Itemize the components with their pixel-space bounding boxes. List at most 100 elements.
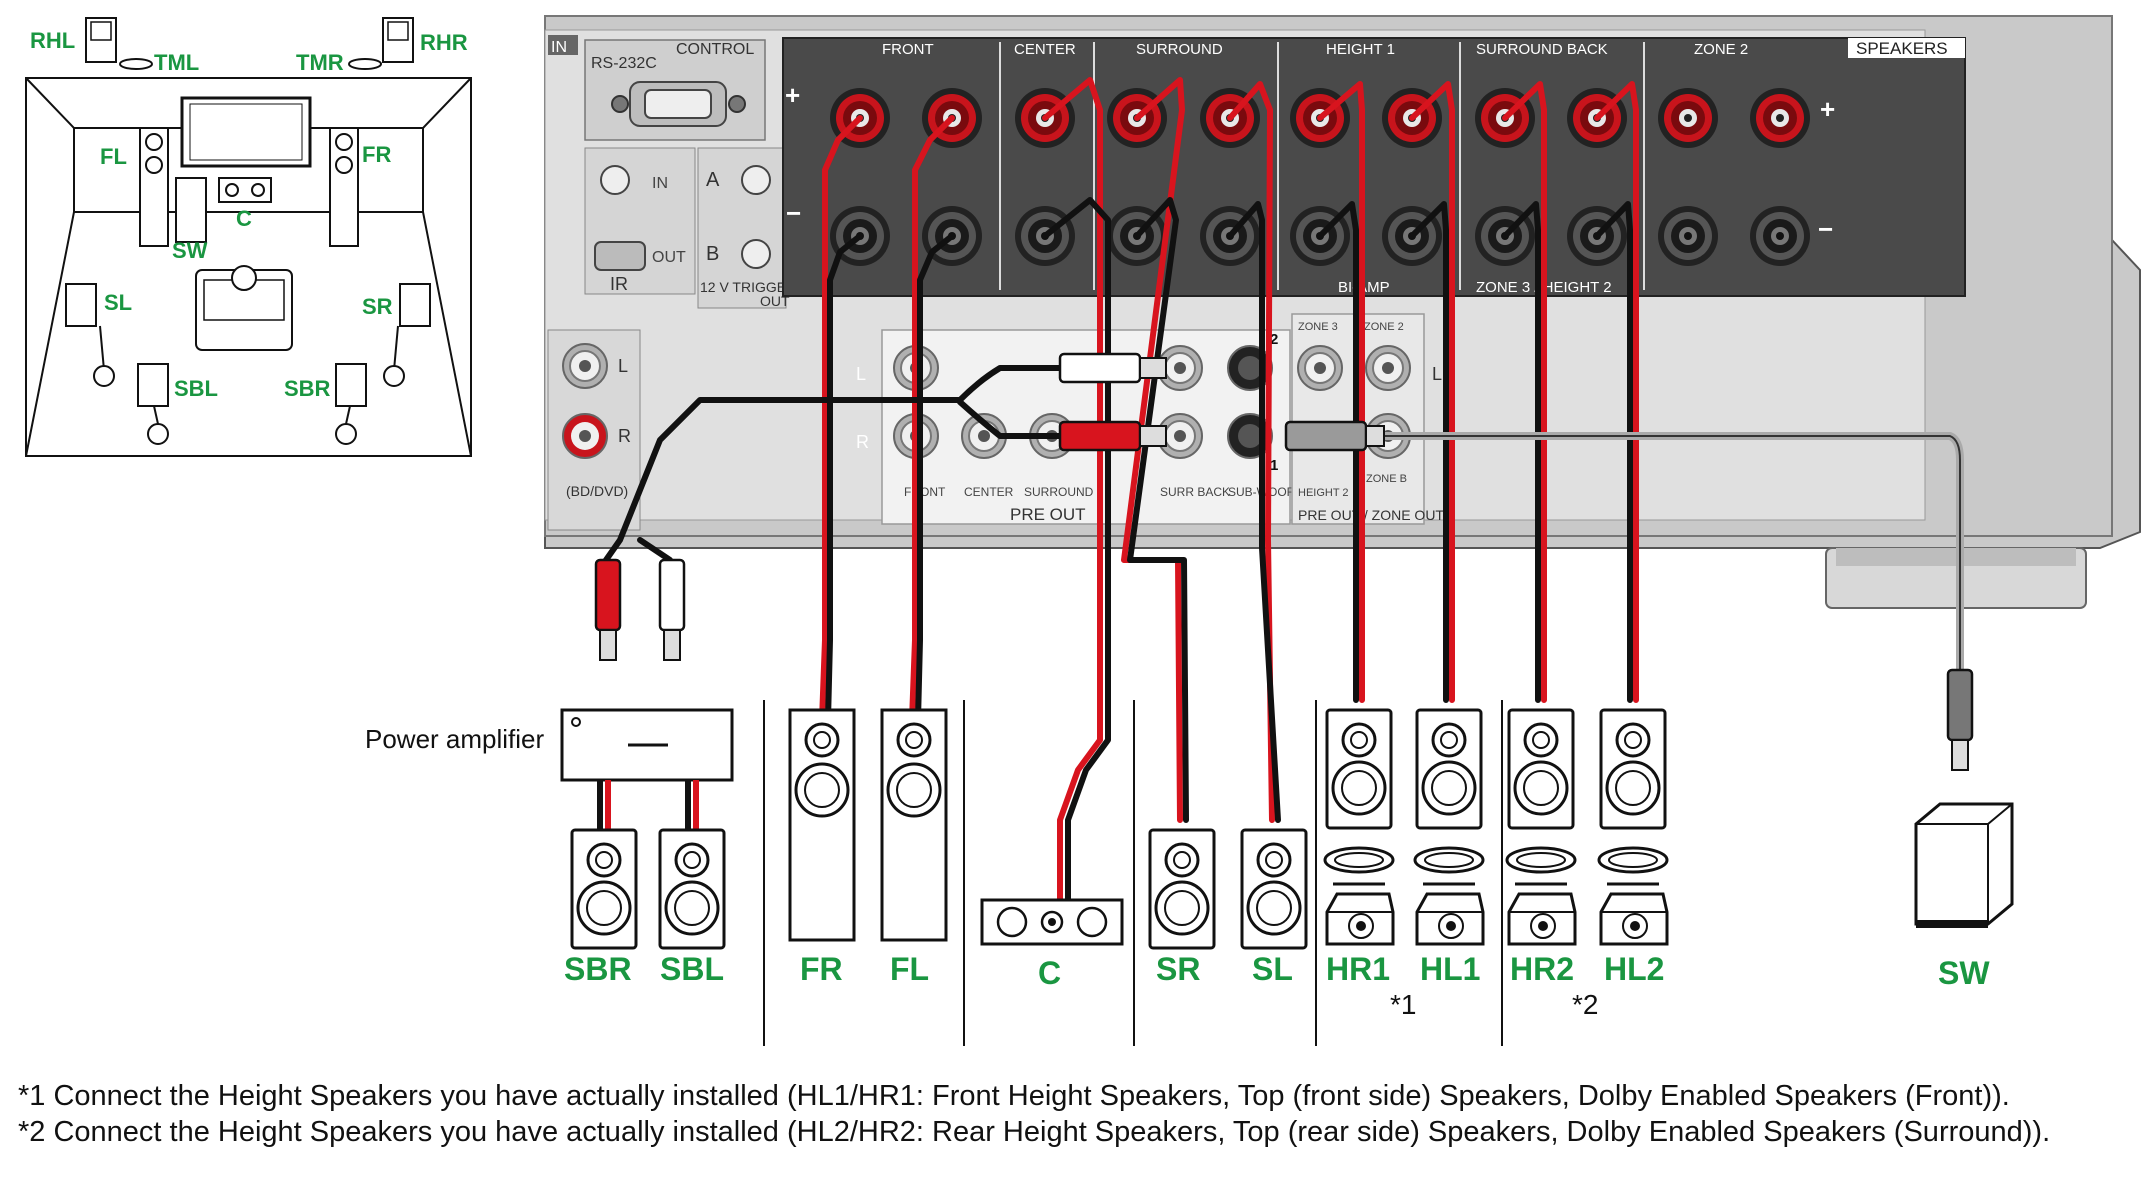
tml-speaker-icon [119, 58, 153, 70]
zone2-r-minus-terminal[interactable] [1658, 206, 1718, 266]
zone-preout-label: PRE OUT / ZONE OUT [1298, 507, 1444, 523]
zone2-l-plus-terminal[interactable] [1750, 88, 1810, 148]
plus-right: + [1820, 94, 1835, 124]
label-hr1: HR1 [1326, 951, 1390, 987]
audio-in-l-jack[interactable] [562, 343, 608, 389]
section-surround: SURROUND [1136, 41, 1223, 58]
hl2-speaker [1599, 708, 1667, 830]
room-label-sbr: SBR [284, 376, 331, 401]
room-label-fr: FR [362, 142, 391, 167]
sub-rca-plug-receiver [1284, 420, 1368, 452]
white-rca-plug-receiver [1058, 352, 1142, 384]
separators [763, 700, 1503, 1046]
zone3-l-jack[interactable] [1297, 345, 1343, 391]
minus-left: − [786, 198, 801, 228]
sr-speaker [1148, 828, 1216, 950]
label-sbl: SBL [660, 951, 724, 987]
zone2-l-minus-terminal[interactable] [1750, 206, 1810, 266]
room-label-sbl: SBL [174, 376, 218, 401]
section-surround-back: SURROUND BACK [1476, 41, 1608, 58]
room-label-rhl: RHL [30, 28, 75, 53]
room-label-tml: TML [154, 50, 199, 75]
sw-speaker [1914, 802, 2014, 928]
trigger-label: 12 V TRIGGER [700, 279, 796, 295]
sl-speaker [1240, 828, 1308, 950]
trigger-a-jack[interactable] [741, 165, 771, 195]
fr-speaker [788, 708, 856, 942]
rs232c-port[interactable] [611, 81, 746, 127]
label-fl: FL [890, 951, 929, 987]
hr2-dolby-speaker [1507, 892, 1577, 946]
preout-r-label: R [856, 432, 869, 452]
rca-plugs [594, 352, 1974, 771]
label-sr: SR [1156, 951, 1200, 987]
sbr-speaker [570, 828, 638, 950]
minus-right: − [1818, 214, 1833, 244]
zone2-l-jack[interactable] [1365, 345, 1411, 391]
note-mark-1: *1 [1390, 989, 1416, 1020]
label-sbr: SBR [564, 951, 632, 987]
room-label-sw: SW [172, 238, 208, 263]
sl-room-icon [65, 283, 97, 327]
red-rca-plug-amp [594, 558, 622, 632]
hl2-ceiling-speaker [1597, 846, 1669, 886]
room-label-sr: SR [362, 294, 393, 319]
zone-l-label: L [1432, 364, 1442, 384]
hl1-dolby-speaker [1415, 892, 1485, 946]
sbl-speaker [658, 828, 726, 950]
ir-in-label: IN [652, 175, 668, 192]
red-rca-plug-receiver [1058, 420, 1142, 452]
label-fr: FR [800, 951, 843, 987]
power-amplifier-label: Power amplifier [365, 724, 545, 754]
section-height1: HEIGHT 1 [1326, 41, 1395, 58]
audio-in-r-label: R [618, 426, 631, 446]
white-rca-plug-amp [658, 558, 686, 632]
label-hl2: HL2 [1604, 951, 1664, 987]
trigger-a-label: A [706, 169, 720, 191]
ir-in-jack[interactable] [600, 165, 630, 195]
rca-cables [603, 365, 1964, 674]
label-c: C [1038, 955, 1061, 991]
preout-label: PRE OUT [1010, 505, 1086, 524]
hr1-speaker [1325, 708, 1393, 830]
sr-room-icon [399, 283, 431, 327]
zone2-r-plus-terminal[interactable] [1658, 88, 1718, 148]
room-label-sl: SL [104, 290, 132, 315]
room-label-tmr: TMR [296, 50, 344, 75]
speakers [570, 708, 2014, 950]
ir-block [584, 147, 696, 295]
room-label-rhr: RHR [420, 30, 468, 55]
label-sl: SL [1252, 951, 1293, 987]
label-sw: SW [1938, 955, 1990, 991]
section-zone2: ZONE 2 [1694, 41, 1748, 58]
speaker-cables [819, 77, 1639, 903]
height2-small-label: HEIGHT 2 [1298, 487, 1349, 499]
zone2-small-label: ZONE 2 [1364, 321, 1404, 333]
power-amplifier: Power amplifier [365, 708, 734, 830]
hl2-dolby-speaker [1599, 892, 1669, 946]
hr2-speaker [1507, 708, 1575, 830]
bd-dvd-label: (BD/DVD) [566, 483, 628, 499]
footnote-2: *2 Connect the Height Speakers you have … [18, 1116, 2051, 1148]
footnote-1: *1 Connect the Height Speakers you have … [18, 1080, 2010, 1112]
section-center: CENTER [1014, 41, 1076, 58]
ir-label: IR [610, 274, 628, 294]
ir-out-jack[interactable] [594, 241, 646, 271]
in-label: IN [551, 39, 567, 56]
zoneb-small-label: ZONE B [1366, 473, 1407, 485]
receiver-rear-panel: IN CONTROL RS-232C IN OUT IR A B 12 V TR… [544, 15, 2141, 609]
sub-rca-plug-subwoofer [1946, 668, 1974, 742]
preout-sub-surrback: SURR BACK [1160, 485, 1230, 499]
sw-room-icon [175, 177, 207, 243]
c-speaker [980, 898, 1124, 946]
preout-l-label: L [856, 364, 866, 384]
section-front: FRONT [882, 41, 934, 58]
label-hr2: HR2 [1510, 951, 1574, 987]
speakers-label: SPEAKERS [1856, 39, 1948, 58]
zone3-small-label: ZONE 3 [1298, 321, 1338, 333]
preout-sub-surround: SURROUND [1024, 485, 1094, 499]
trigger-b-jack[interactable] [741, 239, 771, 269]
room-label-fl: FL [100, 144, 127, 169]
sbr-room-icon [335, 363, 367, 407]
